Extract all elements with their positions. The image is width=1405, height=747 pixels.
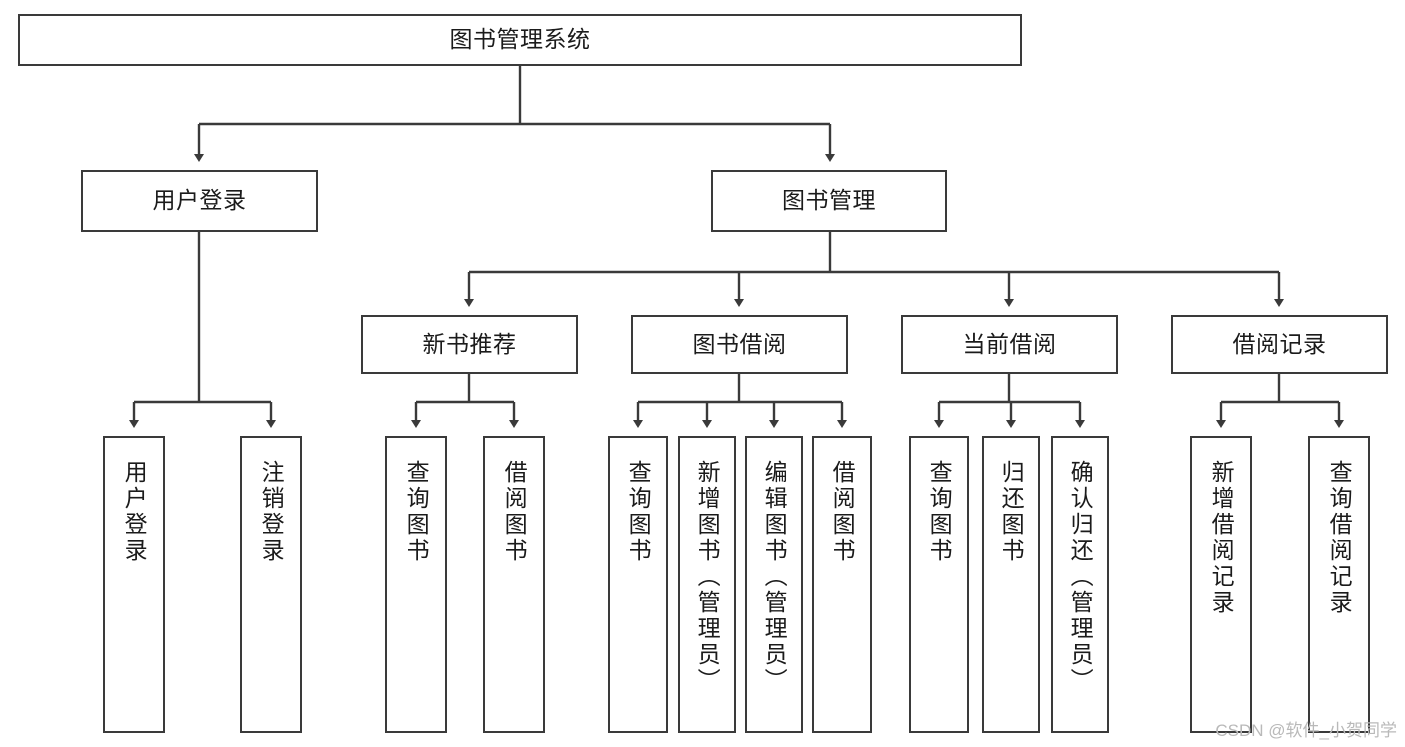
leaf-return-books[interactable]: 归还图书	[982, 436, 1040, 733]
node-label: 新书推荐	[422, 330, 517, 357]
node-label: 图书借阅	[692, 330, 787, 357]
leaf-query-borrow-record[interactable]: 查询借阅记录	[1308, 436, 1370, 733]
leaf-query-books-new[interactable]: 查询图书	[385, 436, 447, 733]
node-label: 图书管理系统	[449, 26, 591, 53]
node-label: 新增借阅记录	[1208, 460, 1235, 616]
node-book-management[interactable]: 图书管理	[711, 170, 947, 232]
node-label: 注销登录	[258, 460, 285, 564]
node-label: 查询借阅记录	[1326, 460, 1353, 616]
node-label: 借阅图书	[501, 460, 528, 564]
node-label: 归还图书	[998, 460, 1025, 564]
node-label: 新增图书（管理员）	[694, 460, 721, 694]
node-label: 图书管理	[782, 187, 876, 214]
node-label: 查询图书	[926, 460, 953, 564]
leaf-query-books-borrow[interactable]: 查询图书	[608, 436, 668, 733]
node-label: 借阅记录	[1232, 330, 1327, 357]
leaf-confirm-return-admin[interactable]: 确认归还（管理员）	[1051, 436, 1109, 733]
node-label: 查询图书	[403, 460, 430, 564]
node-user-login[interactable]: 用户登录	[81, 170, 318, 232]
node-label: 编辑图书（管理员）	[761, 460, 788, 694]
node-label: 查询图书	[625, 460, 652, 564]
leaf-add-borrow-record[interactable]: 新增借阅记录	[1190, 436, 1252, 733]
leaf-user-login[interactable]: 用户登录	[103, 436, 165, 733]
node-borrow-records[interactable]: 借阅记录	[1171, 315, 1388, 374]
leaf-add-book-admin[interactable]: 新增图书（管理员）	[678, 436, 736, 733]
leaf-borrow-books[interactable]: 借阅图书	[812, 436, 872, 733]
leaf-query-books-current[interactable]: 查询图书	[909, 436, 969, 733]
node-label: 借阅图书	[829, 460, 856, 564]
node-label: 用户登录	[121, 460, 148, 564]
node-current-borrow[interactable]: 当前借阅	[901, 315, 1118, 374]
node-new-book-recommend[interactable]: 新书推荐	[361, 315, 578, 374]
watermark-text: CSDN @软件_小贺同学	[1215, 721, 1397, 740]
leaf-borrow-books-new[interactable]: 借阅图书	[483, 436, 545, 733]
leaf-edit-book-admin[interactable]: 编辑图书（管理员）	[745, 436, 803, 733]
node-root-system[interactable]: 图书管理系统	[18, 14, 1022, 66]
node-label: 用户登录	[152, 187, 247, 214]
node-label: 确认归还（管理员）	[1067, 460, 1094, 694]
leaf-logout[interactable]: 注销登录	[240, 436, 302, 733]
node-label: 当前借阅	[962, 330, 1057, 357]
node-book-borrow[interactable]: 图书借阅	[631, 315, 848, 374]
